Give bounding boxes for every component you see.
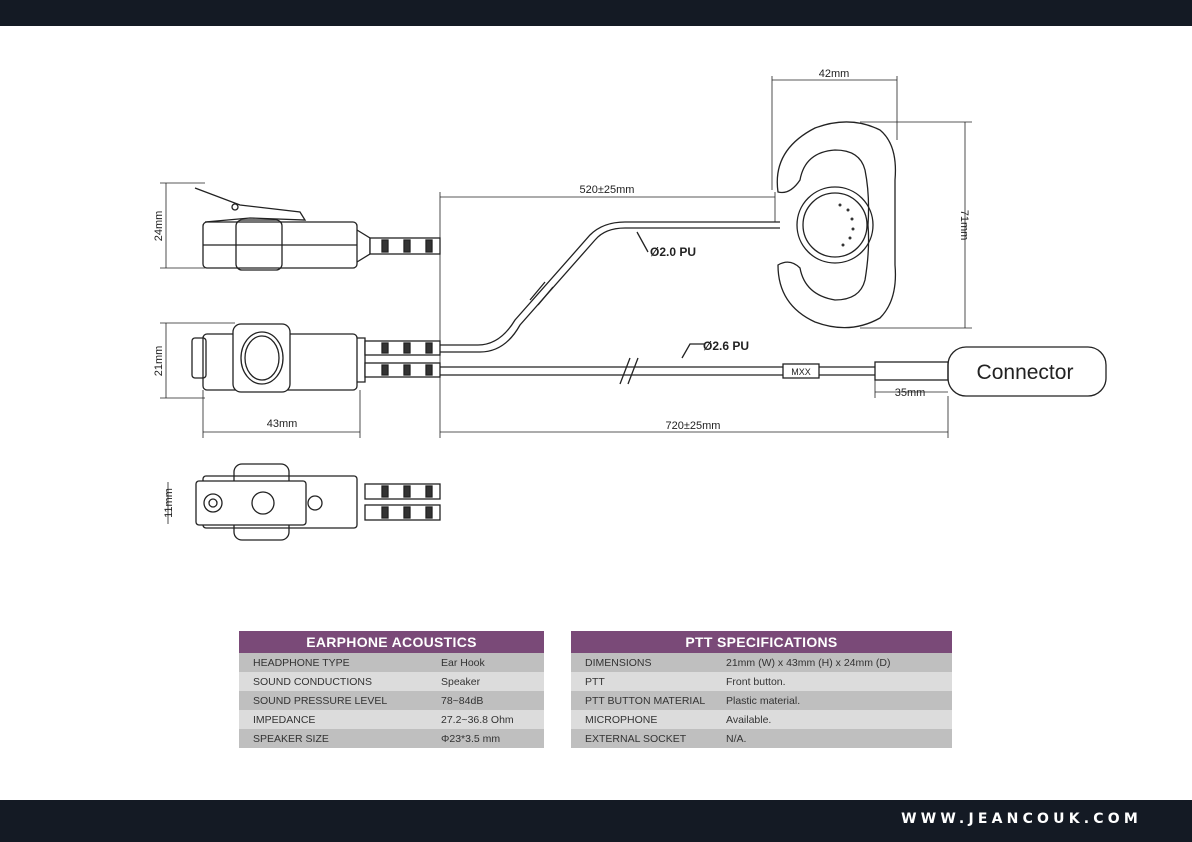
dim-42mm: 42mm	[819, 68, 850, 80]
row-label: PTT BUTTON MATERIAL	[585, 694, 706, 707]
ptt-front-view	[191, 323, 441, 393]
dim-71mm: 71mm	[958, 210, 970, 241]
row-value: Speaker	[441, 675, 481, 688]
cable-marker: MXX	[791, 367, 811, 377]
row-label: MICROPHONE	[585, 713, 658, 726]
dim-520mm: 520±25mm	[580, 184, 635, 196]
row-value: Available.	[726, 713, 772, 726]
table-row: DIMENSIONS 21mm (W) x 43mm (H) x 24mm (D)	[571, 653, 952, 672]
row-label: SOUND CONDUCTIONS	[253, 675, 373, 688]
row-value: 27.2~36.8 Ohm	[441, 713, 514, 726]
table-row: HEADPHONE TYPE Ear Hook	[239, 653, 544, 672]
row-value: Ear Hook	[441, 656, 485, 669]
earphone-acoustics-table: EARPHONE ACOUSTICS HEADPHONE TYPE Ear Hoo…	[239, 631, 544, 748]
dim-21mm: 21mm	[153, 346, 165, 377]
cable-thick-label: Ø2.6 PU	[703, 339, 749, 353]
table-row: PTT Front button.	[571, 672, 952, 691]
row-label: PTT	[585, 675, 605, 688]
row-label: IMPEDANCE	[253, 713, 316, 726]
row-value: N/A.	[726, 732, 747, 745]
row-value: Φ23*3.5 mm	[441, 732, 501, 745]
dim-43mm: 43mm	[267, 418, 298, 430]
row-value: 78~84dB	[441, 694, 484, 707]
row-label: HEADPHONE TYPE	[253, 656, 350, 669]
row-value: Front button.	[726, 675, 786, 688]
cable-thin-label: Ø2.0 PU	[650, 245, 696, 259]
ptt-bottom-view	[195, 463, 441, 541]
table-row: SOUND CONDUCTIONS Speaker	[239, 672, 544, 691]
earpiece-drawing	[776, 121, 897, 329]
table-title: EARPHONE ACOUSTICS	[239, 631, 544, 653]
row-value: Plastic material.	[726, 694, 801, 707]
dim-11mm: 11mm	[163, 488, 175, 518]
table-row: EXTERNAL SOCKET N/A.	[571, 729, 952, 748]
dim-24mm: 24mm	[153, 211, 165, 242]
dim-720mm: 720±25mm	[666, 420, 721, 432]
table-row: PTT BUTTON MATERIAL Plastic material.	[571, 691, 952, 710]
table-row: IMPEDANCE 27.2~36.8 Ohm	[239, 710, 544, 729]
row-label: EXTERNAL SOCKET	[585, 732, 687, 745]
ptt-side-view	[194, 187, 441, 271]
dim-35mm: 35mm	[895, 387, 926, 399]
row-label: SOUND PRESSURE LEVEL	[253, 694, 388, 707]
row-label: DIMENSIONS	[585, 656, 652, 669]
ptt-specifications-table: PTT SPECIFICATIONS DIMENSIONS 21mm (W) x …	[571, 631, 952, 748]
table-row: SOUND PRESSURE LEVEL 78~84dB	[239, 691, 544, 710]
table-row: SPEAKER SIZE Φ23*3.5 mm	[239, 729, 544, 748]
connector-label: Connector	[977, 361, 1074, 384]
top-bar	[0, 0, 1192, 26]
table-row: MICROPHONE Available.	[571, 710, 952, 729]
table-title: PTT SPECIFICATIONS	[571, 631, 952, 653]
row-value: 21mm (W) x 43mm (H) x 24mm (D)	[726, 656, 891, 669]
row-label: SPEAKER SIZE	[253, 732, 329, 745]
cables	[440, 221, 1107, 397]
dimension-lines	[160, 76, 972, 524]
footer-bar: WWW.JEANCOUK.COM	[0, 800, 1192, 842]
website-link[interactable]: WWW.JEANCOUK.COM	[901, 811, 1142, 827]
